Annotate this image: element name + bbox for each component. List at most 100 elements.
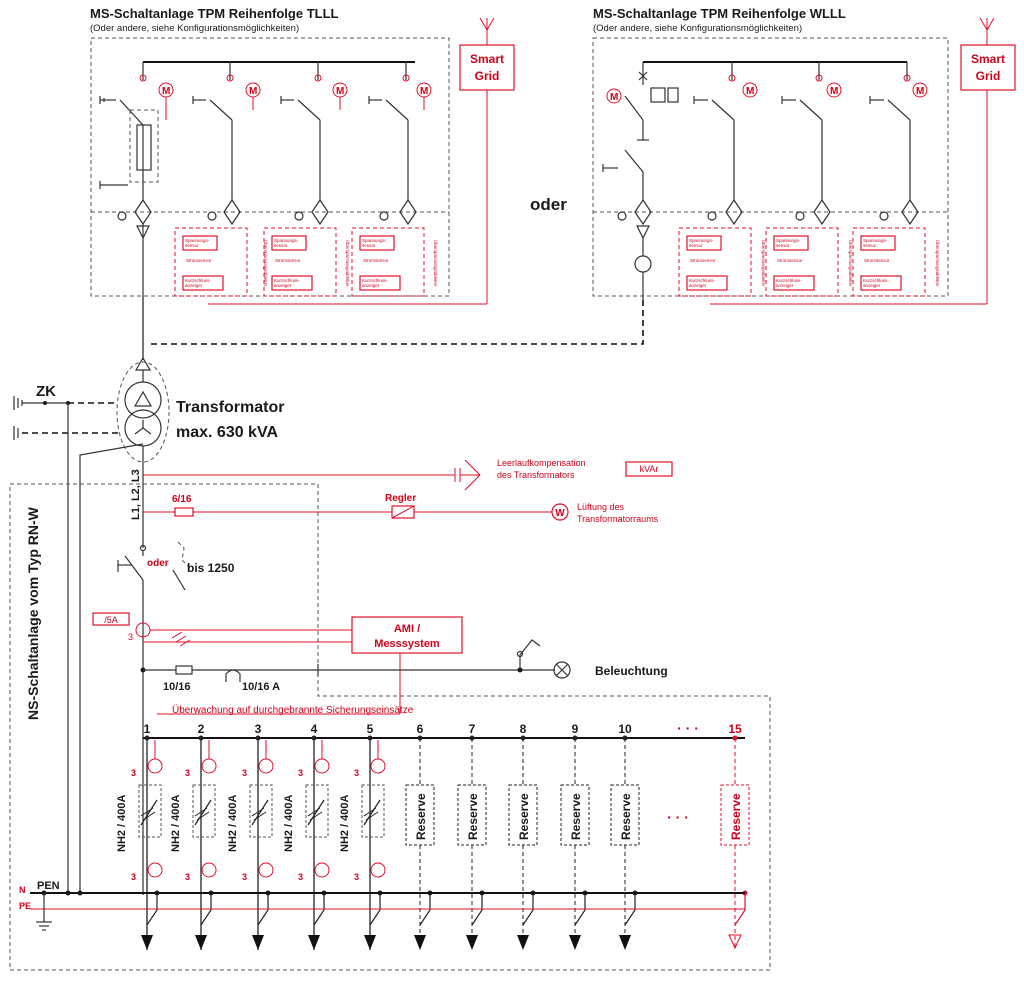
fuse-switch (251, 799, 269, 826)
reserve-label: Reserve (414, 793, 428, 840)
pe-link (313, 893, 325, 926)
conductor-count: 3 (185, 872, 190, 882)
feeder-number: 9 (572, 722, 579, 736)
nh-fuse-frame (249, 784, 273, 838)
monitor-contact (147, 758, 163, 774)
smart-grid-label: Smart (971, 52, 1005, 66)
kvar-box (625, 461, 673, 477)
zk-earthing (13, 396, 144, 893)
fuse-rating-lighting: 10/16 (163, 681, 191, 693)
feeder-number: 10 (618, 722, 632, 736)
monitor-contact (370, 862, 386, 878)
cable-outlet (619, 935, 631, 950)
pe-link (369, 893, 381, 926)
feeder-number: 7 (469, 722, 476, 736)
sensor-label: Spannungs- (274, 238, 299, 243)
ueberwachung-label: Überwachung auf durchgebrannte Sicherung… (172, 704, 414, 716)
pe-link (734, 893, 746, 926)
beleuchtung-label: Beleuchtung (595, 664, 668, 678)
ct-ratio: /5A (104, 615, 118, 625)
sensor-label: Stromsensor (864, 258, 890, 263)
sensor-label: Spannungs- (362, 238, 387, 243)
smart-grid-label: Grid (475, 69, 500, 83)
ami-label: AMI / (394, 623, 420, 635)
monitor-contact (258, 862, 274, 878)
smart-grid-left (459, 44, 515, 91)
cable-outlet (414, 935, 426, 950)
pe-link (522, 893, 534, 926)
sensor-label: Spannungs- (689, 238, 714, 243)
motor-symbol: M (830, 86, 838, 97)
ms-left-title: MS-Schaltanlage TPM Reihenfolge TLLL (90, 6, 339, 21)
ms-left-subtitle: (Oder andere, siehe Konfigurationsmöglic… (90, 23, 299, 34)
ami-label: Messsystem (374, 638, 440, 650)
motor-symbol: M (746, 86, 754, 97)
reserve-box (560, 784, 590, 846)
sensor-label: sensor (776, 243, 790, 248)
leerlauf-label: Leerlaufkompensation (497, 458, 586, 468)
fan-symbol: W (555, 508, 565, 519)
fuse-rating: 6/16 (172, 494, 192, 505)
sensor-label: Überspannungsableiter (848, 240, 854, 287)
nh2-label: NH2 / 400A (116, 794, 128, 852)
cable-outlet (569, 935, 581, 950)
sensor-label: Kurzschluss- (274, 278, 300, 283)
sensor-label: Stromsensor (777, 258, 803, 263)
sensor-label: sensor (689, 243, 703, 248)
fuse-switch (140, 799, 158, 826)
reserve-box (405, 784, 435, 846)
sensor-label: anzeiger (274, 283, 292, 288)
feeder-number: 5 (367, 722, 374, 736)
fuse-symbol (307, 807, 323, 821)
monitor-contact (258, 758, 274, 774)
sensor-label: Kurzschluss- (362, 278, 388, 283)
pe-link (574, 893, 586, 926)
sensor-label: Kurzschluss- (185, 278, 211, 283)
feeder-number: 15 (728, 722, 742, 736)
pe-label: PE (19, 901, 31, 911)
reserve-label: Reserve (619, 793, 633, 840)
leerlauf-compensation (143, 459, 673, 491)
cable-outlet (308, 935, 320, 950)
sensor-label: Überspannungsableiter (345, 240, 351, 287)
feeder-number: 3 (255, 722, 262, 736)
cable-outlet (364, 935, 376, 950)
motor-symbol: M (249, 86, 257, 97)
sensor-label: Kurzschluss- (863, 278, 889, 283)
sensor-label: Überspannungsableiter (935, 240, 941, 287)
ms-right-frame (592, 37, 949, 297)
sensor-label: anzeiger (689, 283, 707, 288)
oder-small: oder (147, 558, 169, 569)
conductor-count: 3 (354, 768, 359, 778)
smart-grid-right (960, 44, 1016, 91)
sensor-label: Stromsensor (275, 258, 301, 263)
feeder-number: 6 (417, 722, 424, 736)
ns-switchgear-label: NS-Schaltanlage vom Typ RN-W (25, 506, 41, 720)
ms-right-title: MS-Schaltanlage TPM Reihenfolge WLLL (593, 6, 846, 21)
sensor-label: Überspannungsableiter (761, 240, 767, 287)
reserve-box (720, 784, 750, 846)
pe-link (146, 893, 158, 926)
pe-link (624, 893, 636, 926)
nh2-label: NH2 / 400A (283, 794, 295, 852)
transformer-label: Transformator (176, 399, 284, 416)
nh2-label: NH2 / 400A (227, 794, 239, 852)
leerlauf-label: des Transformators (497, 470, 575, 480)
conductor-count: 3 (242, 872, 247, 882)
reserve-box (457, 784, 487, 846)
sensor-label: Stromsensor (363, 258, 389, 263)
lueftung-label: Lüftung des (577, 502, 625, 512)
fuse-switch (363, 799, 381, 826)
ventilation-circuit (143, 503, 569, 521)
nh2-label: NH2 / 400A (170, 794, 182, 852)
reserve-label: Reserve (729, 793, 743, 840)
sensor-label: sensor (274, 243, 288, 248)
sensor-label: Überspannungsableiter (263, 240, 269, 287)
monitor-contact (201, 862, 217, 878)
ms-right-subtitle: (Oder andere, siehe Konfigurationsmöglic… (593, 23, 802, 34)
ct-count: 3 (128, 632, 133, 642)
monitor-contact (370, 758, 386, 774)
feeder-number: 8 (520, 722, 527, 736)
motor-symbol: M (162, 86, 170, 97)
